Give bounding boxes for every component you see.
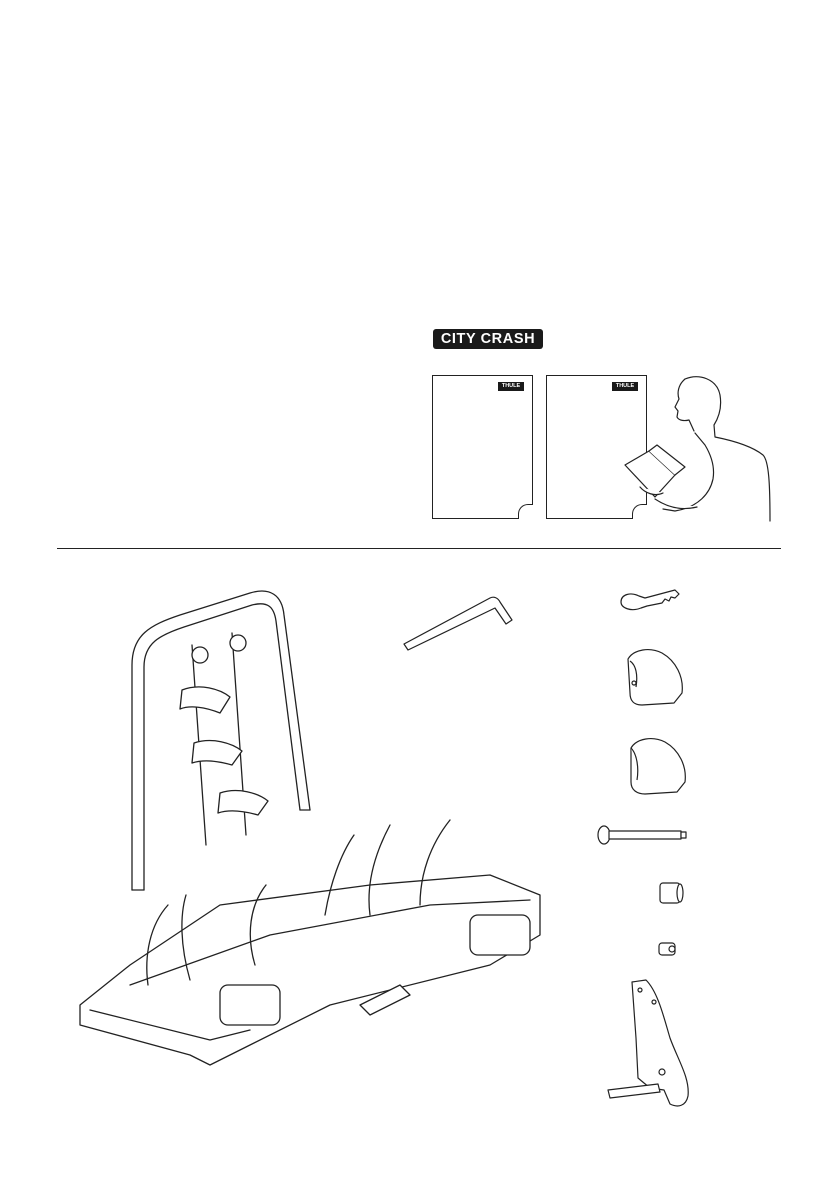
allen-key-icon: [402, 594, 514, 652]
spacer-icon: [656, 880, 686, 906]
key-icon: [617, 584, 681, 614]
person-reading-manual-icon: [615, 375, 775, 521]
page-curl-icon: [518, 504, 533, 519]
end-cap-closed-icon: [625, 734, 689, 798]
manual-booklet: THULE: [432, 375, 533, 519]
mounting-bracket-icon: [606, 978, 696, 1108]
bolt-icon: [596, 824, 688, 846]
bike-carrier-rack-icon: [70, 585, 560, 1090]
end-cap-icon: [622, 647, 686, 709]
city-crash-badge: CITY CRASH: [433, 329, 543, 349]
nut-icon: [656, 940, 680, 958]
section-divider: [57, 548, 781, 549]
thule-logo: THULE: [498, 382, 524, 391]
